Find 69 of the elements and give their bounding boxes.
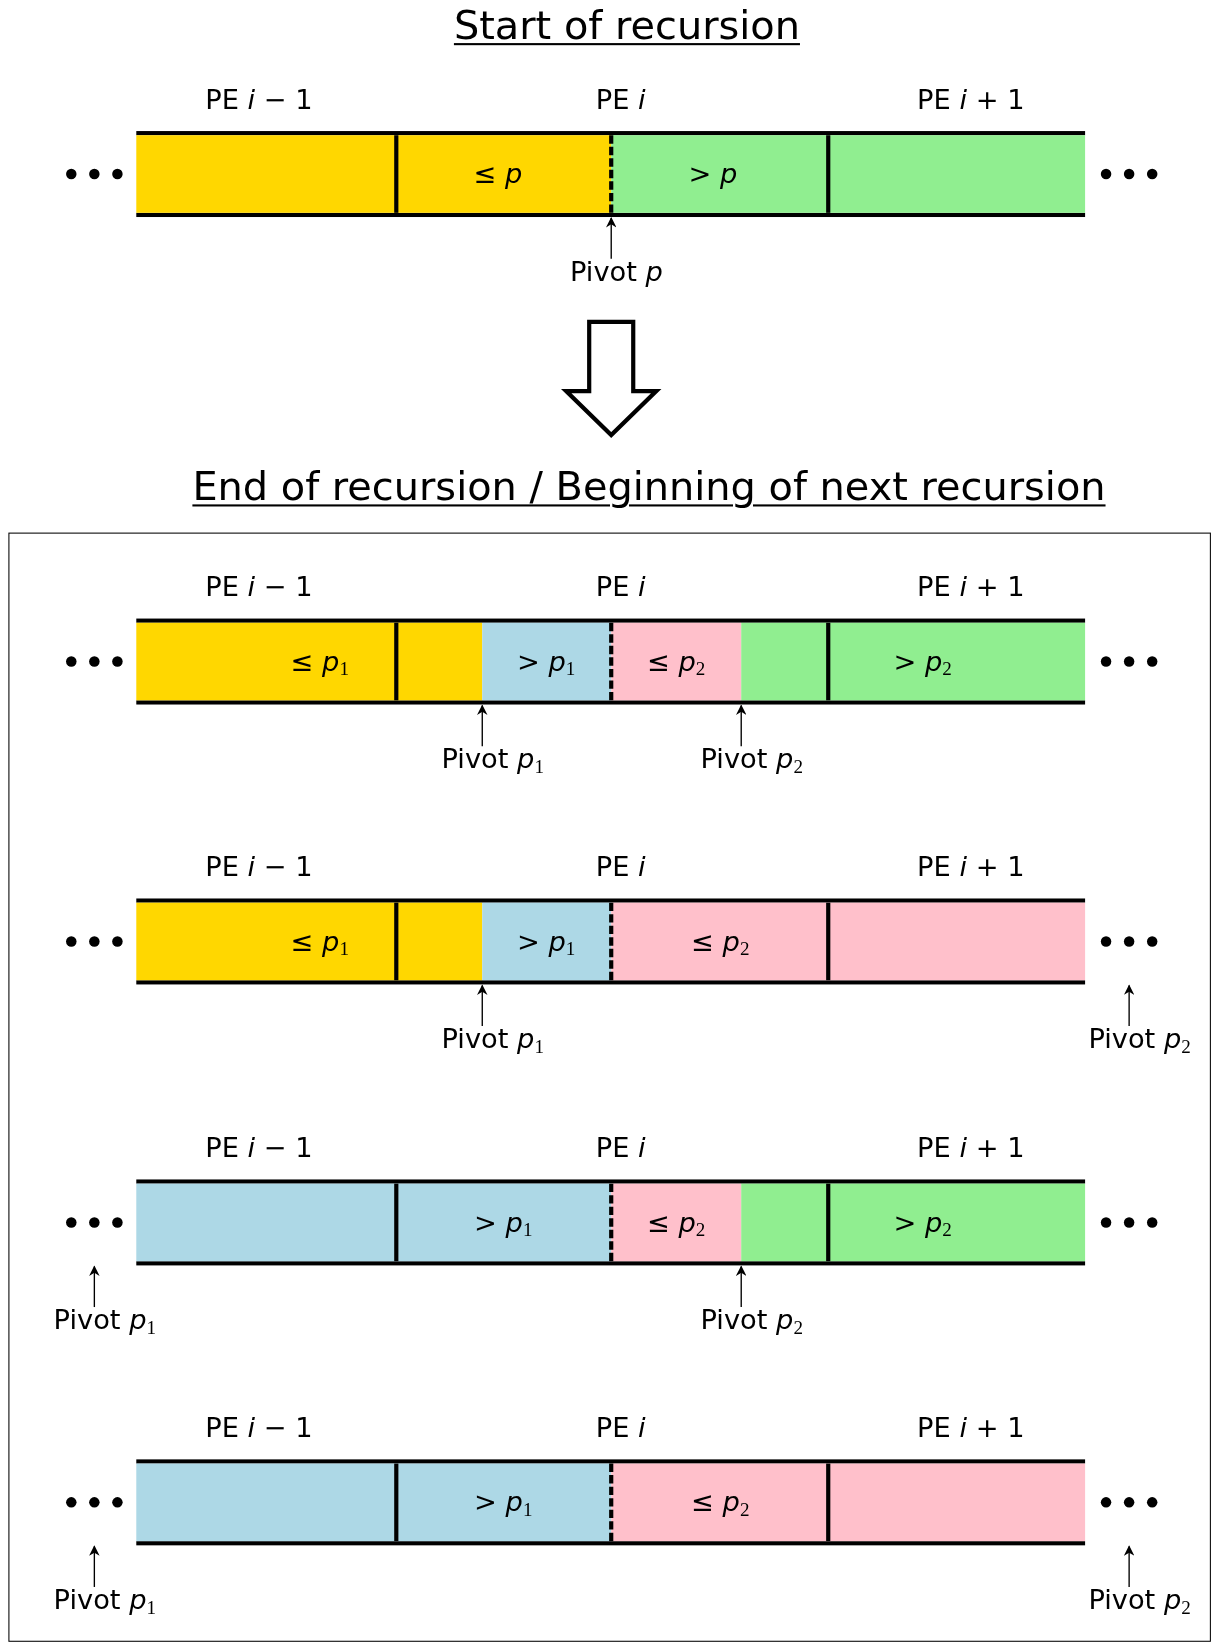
pivot-label: Pivot p$_{1}$ — [441, 744, 544, 775]
processor-label: PE i — [595, 572, 646, 603]
title: Start of recursion — [453, 4, 800, 49]
range-label: ≤ p — [473, 159, 523, 189]
processor-label: PE i − 1 — [205, 1133, 313, 1163]
processor-label: PE i − 1 — [205, 84, 313, 115]
processor-label: PE i — [595, 852, 646, 882]
arrow — [477, 704, 488, 747]
array-segment — [611, 622, 742, 701]
arrow — [89, 1545, 100, 1588]
arrow — [477, 984, 488, 1027]
arrow — [1123, 984, 1135, 1027]
range-label: ≤ p$_{1}$ — [290, 926, 349, 957]
processor-label: PE i + 1 — [917, 84, 1025, 115]
pivot-label: Pivot p$_{2}$ — [1088, 1584, 1191, 1615]
processor-label: PE i + 1 — [917, 852, 1025, 882]
range-label: > p$_{1}$ — [517, 926, 576, 957]
array-segment — [611, 1183, 742, 1262]
range-label: ≤ p$_{2}$ — [691, 926, 750, 957]
range-label: > p$_{1}$ — [474, 1207, 533, 1238]
processor-label: PE i + 1 — [917, 1412, 1025, 1443]
arrow — [1123, 1545, 1135, 1588]
range-label: > p$_{2}$ — [893, 646, 952, 677]
array-segment — [136, 1463, 612, 1542]
pivot-label: Pivot p — [570, 256, 663, 287]
range-label: > p$_{1}$ — [517, 646, 576, 677]
pivot-label: Pivot p$_{2}$ — [700, 1304, 803, 1335]
arrow — [736, 1265, 747, 1308]
array-segment — [482, 902, 612, 981]
processor-label: PE i + 1 — [917, 1133, 1025, 1163]
array-segment — [136, 622, 483, 701]
array-bar — [136, 898, 1086, 985]
array-bar — [136, 131, 1086, 217]
array-bar — [136, 618, 1086, 705]
array-segment — [482, 622, 612, 701]
arrow — [606, 217, 617, 260]
pivot-label: Pivot p$_{1}$ — [53, 1304, 157, 1335]
array-segment — [611, 1463, 1086, 1542]
processor-label: PE i − 1 — [205, 1412, 313, 1443]
range-label: ≤ p$_{2}$ — [691, 1487, 750, 1518]
processor-label: PE i − 1 — [205, 572, 313, 603]
array-segment — [136, 902, 483, 981]
array-segment — [741, 1183, 1086, 1262]
range-label: ≤ p$_{2}$ — [647, 646, 706, 677]
range-label: > p$_{2}$ — [893, 1207, 952, 1238]
array-segment — [611, 902, 1086, 981]
pivot-label: Pivot p$_{1}$ — [53, 1584, 157, 1615]
array-segment — [136, 135, 612, 213]
processor-label: PE i — [595, 1412, 646, 1443]
processor-label: PE i — [595, 84, 646, 115]
processor-label: PE i − 1 — [205, 852, 313, 882]
range-label: ≤ p$_{2}$ — [647, 1207, 706, 1238]
range-label: ≤ p$_{1}$ — [290, 646, 349, 677]
array-segment — [741, 622, 1086, 701]
arrow — [89, 1265, 100, 1308]
pivot-label: Pivot p$_{1}$ — [441, 1024, 544, 1054]
pivot-label: Pivot p$_{2}$ — [1088, 1024, 1191, 1054]
arrow — [736, 704, 747, 747]
processor-label: PE i — [595, 1133, 646, 1163]
array-segment — [136, 1183, 612, 1262]
processor-label: PE i + 1 — [917, 572, 1025, 603]
range-label: > p$_{1}$ — [474, 1487, 533, 1518]
array-bar — [136, 1179, 1086, 1266]
array-segment — [611, 135, 1086, 213]
block-arrow — [561, 319, 662, 438]
range-label: > p — [688, 159, 738, 189]
section-heading: End of recursion / Beginning of next recursion — [192, 465, 1106, 510]
array-bar — [136, 1459, 1086, 1546]
pivot-label: Pivot p$_{2}$ — [700, 744, 803, 775]
